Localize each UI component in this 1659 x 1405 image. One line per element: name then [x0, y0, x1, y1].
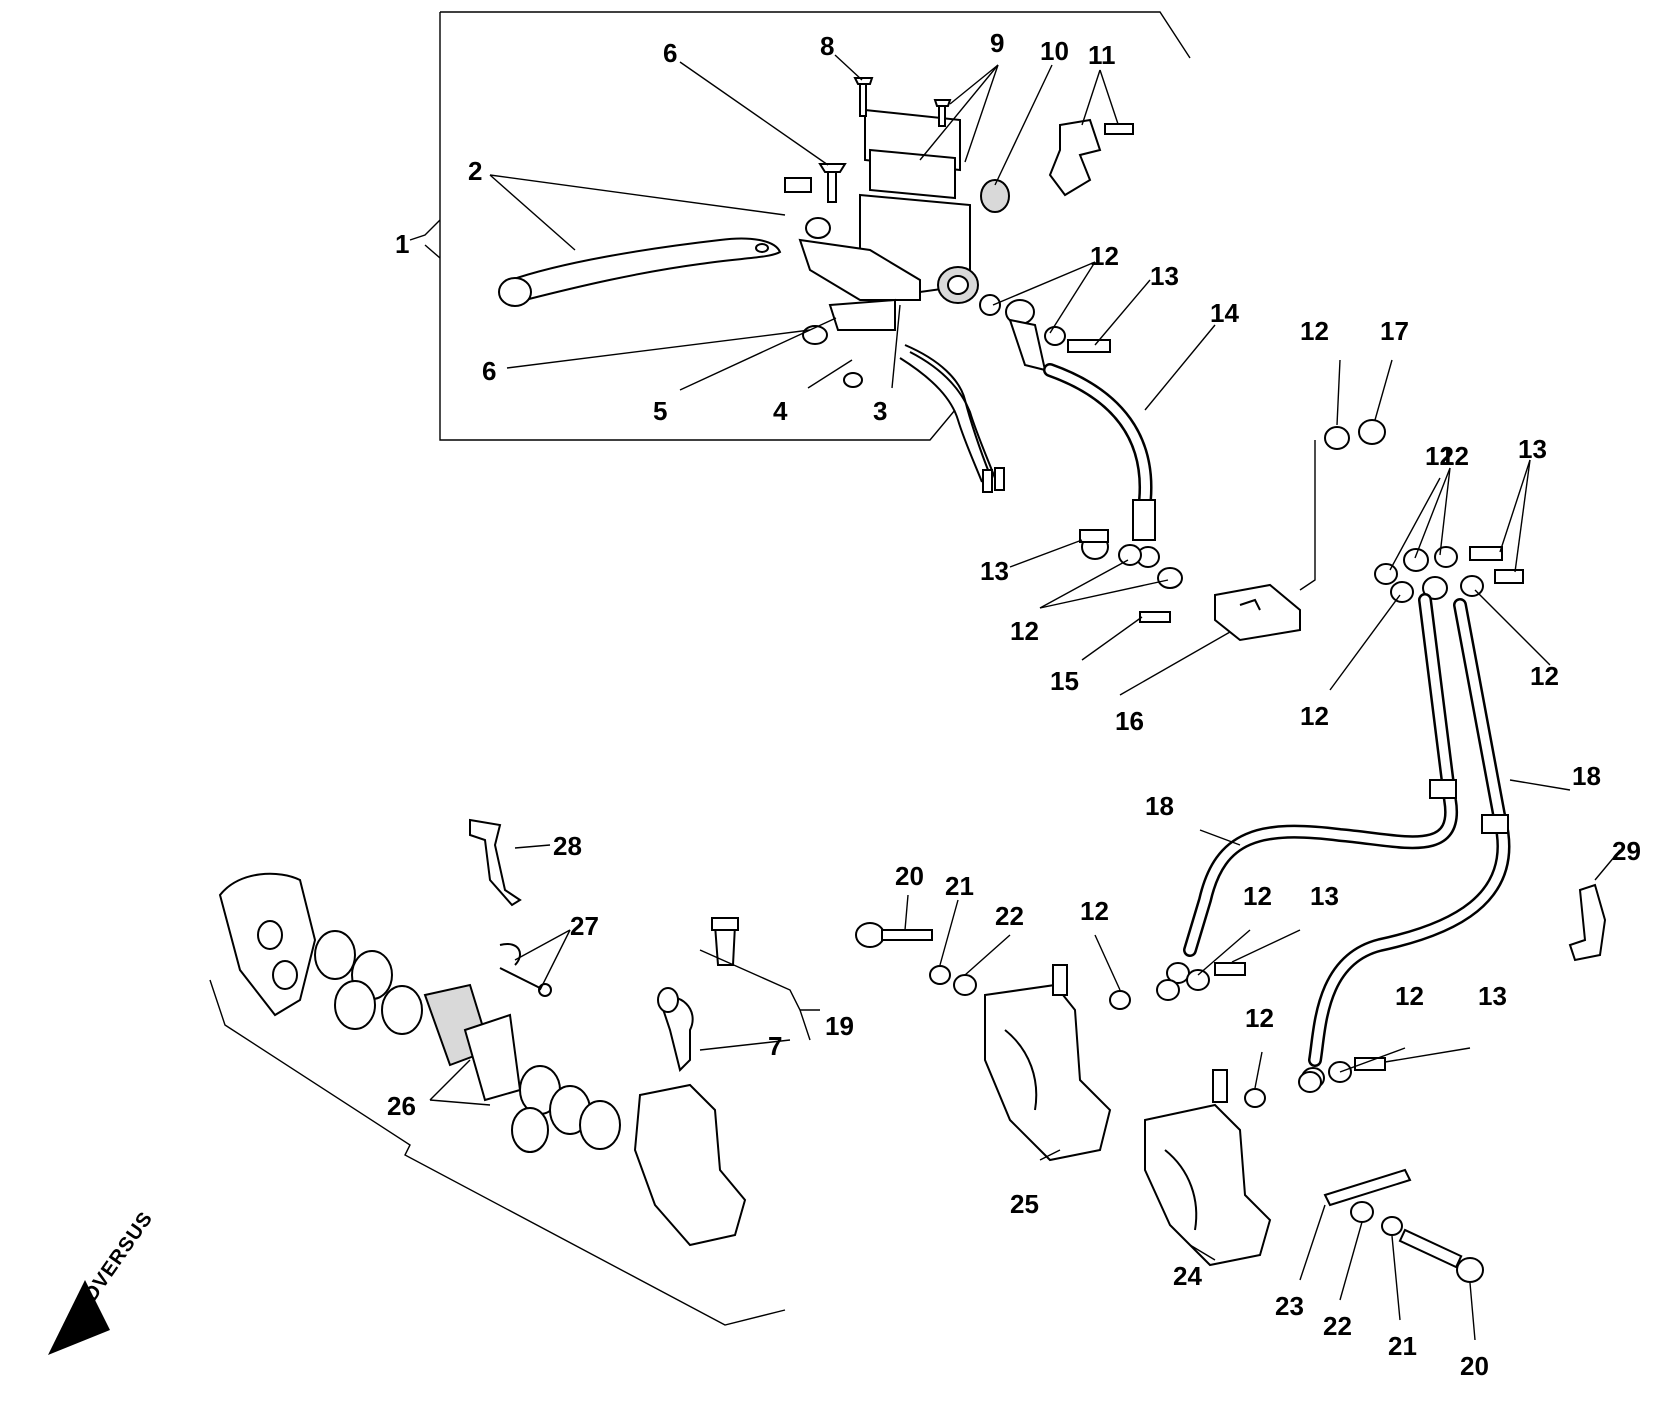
- callout-29: 29: [1612, 836, 1641, 866]
- callout-19: 19: [825, 1011, 854, 1041]
- callout-18-b: 18: [1572, 761, 1601, 791]
- callout-12-e: 12: [1300, 701, 1329, 731]
- callout-22-a: 22: [995, 901, 1024, 931]
- brake-hose-18-left: [1166, 593, 1459, 984]
- callout-8: 8: [820, 31, 834, 61]
- callout-12-j: 12: [1395, 981, 1424, 1011]
- callout-9: 9: [990, 28, 1004, 58]
- callout-labels: 1 2 3 4 5 6 6 7 8 9 10 11 12 12 12 12 12…: [387, 28, 1641, 1381]
- callout-16: 16: [1115, 706, 1144, 736]
- callout-21-a: 21: [945, 871, 974, 901]
- caliper-mount-bolts: [855, 922, 1484, 1283]
- callout-13-a: 13: [1150, 261, 1179, 291]
- callout-17: 17: [1380, 316, 1409, 346]
- brake-caliper-24: [1144, 1057, 1412, 1267]
- logo-text: ADVERSUS: [71, 1208, 157, 1318]
- callout-12-a: 12: [1090, 241, 1119, 271]
- callout-4: 4: [773, 396, 788, 426]
- callout-7: 7: [768, 1031, 782, 1061]
- master-cylinder: [798, 108, 979, 331]
- callout-10: 10: [1040, 36, 1069, 66]
- callout-11: 11: [1088, 40, 1116, 70]
- callout-12-k: 12: [1440, 441, 1469, 471]
- callout-13-e: 13: [1478, 981, 1507, 1011]
- brake-hose-18-right: [1301, 598, 1511, 1089]
- splitter-fittings: [1374, 546, 1524, 603]
- callout-18-a: 18: [1145, 791, 1174, 821]
- master-banjo-fitting: [979, 294, 1111, 372]
- callout-1: 1: [395, 229, 409, 259]
- callout-25: 25: [1010, 1189, 1039, 1219]
- callout-23: 23: [1275, 1291, 1304, 1321]
- callout-21-b: 21: [1388, 1331, 1417, 1361]
- callout-26: 26: [387, 1091, 416, 1121]
- callout-13-c: 13: [980, 556, 1009, 586]
- brake-caliper-25: [984, 962, 1246, 1162]
- callout-12-i: 12: [1245, 1003, 1274, 1033]
- callout-14: 14: [1210, 298, 1239, 328]
- callout-6-bottom: 6: [482, 356, 496, 386]
- brake-distributor: [1079, 419, 1386, 642]
- callout-12-f: 12: [1530, 661, 1559, 691]
- callout-15: 15: [1050, 666, 1079, 696]
- callout-12-b: 12: [1300, 316, 1329, 346]
- callout-27: 27: [570, 911, 599, 941]
- callout-13-d: 13: [1310, 881, 1339, 911]
- callout-20-b: 20: [1460, 1351, 1489, 1381]
- callout-22-b: 22: [1323, 1311, 1352, 1341]
- brake-lever: [498, 237, 782, 307]
- assembly-frame-caliper: [209, 979, 786, 1326]
- callout-3: 3: [873, 396, 887, 426]
- brake-light-switch-wires: [899, 344, 1005, 493]
- callout-5: 5: [653, 396, 667, 426]
- leader-lines: [429, 54, 1621, 1341]
- callout-12-g: 12: [1080, 896, 1109, 926]
- callout-13-b: 13: [1518, 434, 1547, 464]
- small-parts-27-28-29: [469, 818, 1607, 997]
- logo-triangle-icon: [48, 1280, 110, 1355]
- callout-12-c: 12: [1425, 441, 1454, 471]
- callout-20-a: 20: [895, 861, 924, 891]
- callout-2: 2: [468, 156, 482, 186]
- adversus-logo: ADVERSUS: [48, 1208, 157, 1355]
- callout-28: 28: [553, 831, 582, 861]
- brake-hose-14: [1043, 363, 1160, 568]
- exploded-caliper-26: [218, 872, 747, 1247]
- callout-12-h: 12: [1243, 881, 1272, 911]
- callout-12-d: 12: [1010, 616, 1039, 646]
- assembly-frame-master-cylinder: [409, 11, 1191, 441]
- callout-6-top: 6: [663, 38, 677, 68]
- master-cylinder-hardware: [784, 77, 1134, 388]
- callout-24: 24: [1173, 1261, 1202, 1291]
